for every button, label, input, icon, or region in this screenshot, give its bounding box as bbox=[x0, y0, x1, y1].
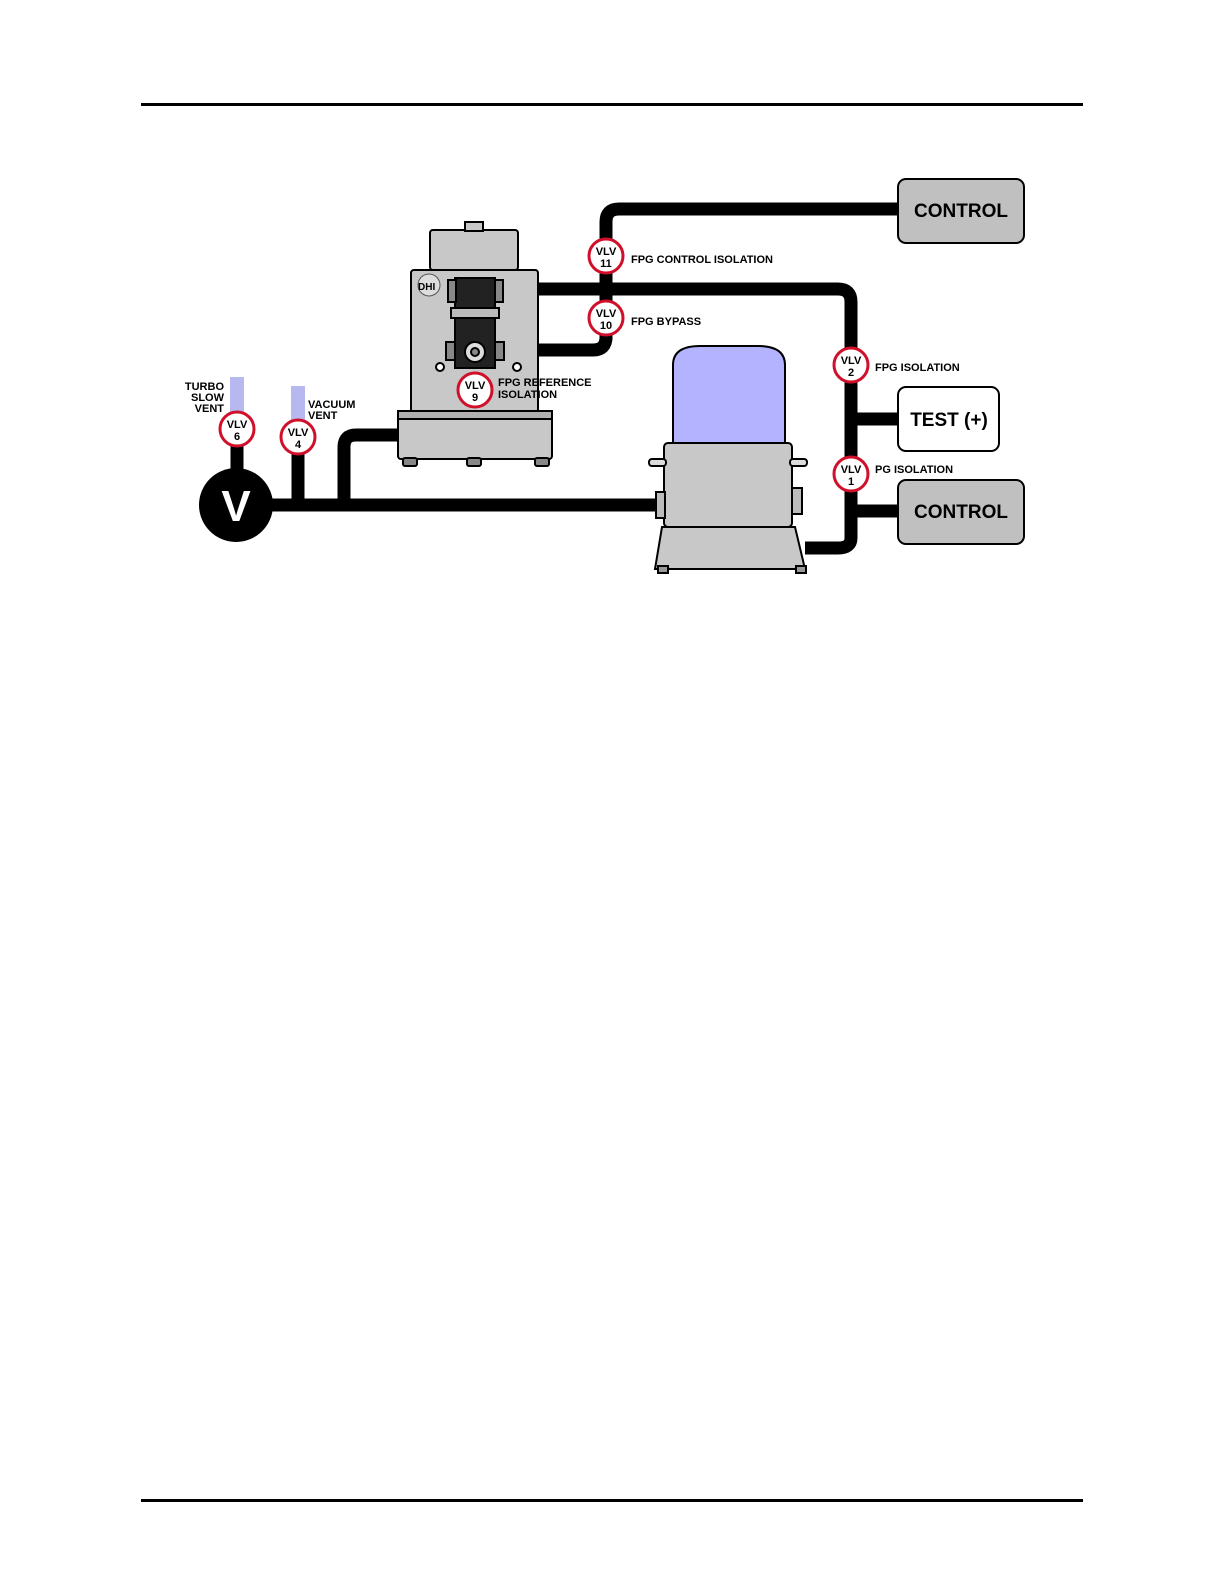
control-bottom-box: CONTROL bbox=[898, 480, 1024, 544]
fpg-bypass-label: FPG BYPASS bbox=[631, 316, 701, 328]
test-box: TEST (+) bbox=[898, 387, 999, 451]
valve-1[interactable]: VLV 1 bbox=[834, 457, 868, 491]
pg-isolation-label: PG ISOLATION bbox=[875, 464, 953, 476]
vacuum-vent-label-2: VENT bbox=[308, 410, 338, 422]
svg-text:VLV: VLV bbox=[596, 308, 617, 320]
svg-text:10: 10 bbox=[600, 320, 612, 332]
svg-text:1: 1 bbox=[848, 476, 854, 488]
valve-9[interactable]: VLV 9 bbox=[458, 373, 492, 407]
vacuum-vent-tube bbox=[291, 386, 305, 420]
pump-label: V bbox=[221, 482, 251, 531]
svg-text:6: 6 bbox=[234, 431, 240, 443]
svg-text:2: 2 bbox=[848, 367, 854, 379]
valve-2[interactable]: VLV 2 bbox=[834, 348, 868, 382]
valve-6[interactable]: VLV 6 bbox=[220, 412, 254, 446]
svg-text:VLV: VLV bbox=[841, 355, 862, 367]
fpg-reference-label-1: FPG REFERENCE bbox=[498, 377, 592, 389]
pg-dome bbox=[673, 346, 785, 443]
fpg-control-isolation-label: FPG CONTROL ISOLATION bbox=[631, 254, 773, 266]
fpg-reference-label-2: ISOLATION bbox=[498, 389, 557, 401]
svg-text:VLV: VLV bbox=[465, 380, 486, 392]
svg-text:VLV: VLV bbox=[227, 419, 248, 431]
svg-text:VLV: VLV bbox=[841, 464, 862, 476]
fpg-isolation-label: FPG ISOLATION bbox=[875, 362, 960, 374]
brand-logo: DHI bbox=[418, 282, 435, 293]
svg-text:VLV: VLV bbox=[596, 246, 617, 258]
control-bottom-label: CONTROL bbox=[914, 502, 1008, 523]
turbo-vent-tube bbox=[230, 377, 244, 413]
pg-instrument bbox=[649, 346, 807, 573]
test-label: TEST (+) bbox=[910, 410, 988, 431]
vacuum-pump: V bbox=[199, 468, 273, 542]
pg-base bbox=[655, 527, 805, 569]
svg-text:9: 9 bbox=[472, 392, 478, 404]
svg-text:4: 4 bbox=[295, 439, 302, 451]
valve-10[interactable]: VLV 10 bbox=[589, 301, 623, 335]
control-top-box: CONTROL bbox=[898, 179, 1024, 243]
svg-text:VLV: VLV bbox=[288, 427, 309, 439]
fpg-instrument bbox=[398, 222, 552, 466]
svg-text:11: 11 bbox=[600, 258, 612, 270]
fpg-top-cap bbox=[430, 230, 518, 270]
valve-4[interactable]: VLV 4 bbox=[281, 420, 315, 454]
turbo-label-3: VENT bbox=[195, 403, 225, 415]
valve-11[interactable]: VLV 11 bbox=[589, 239, 623, 273]
pg-body bbox=[664, 443, 792, 527]
control-top-label: CONTROL bbox=[914, 201, 1008, 222]
